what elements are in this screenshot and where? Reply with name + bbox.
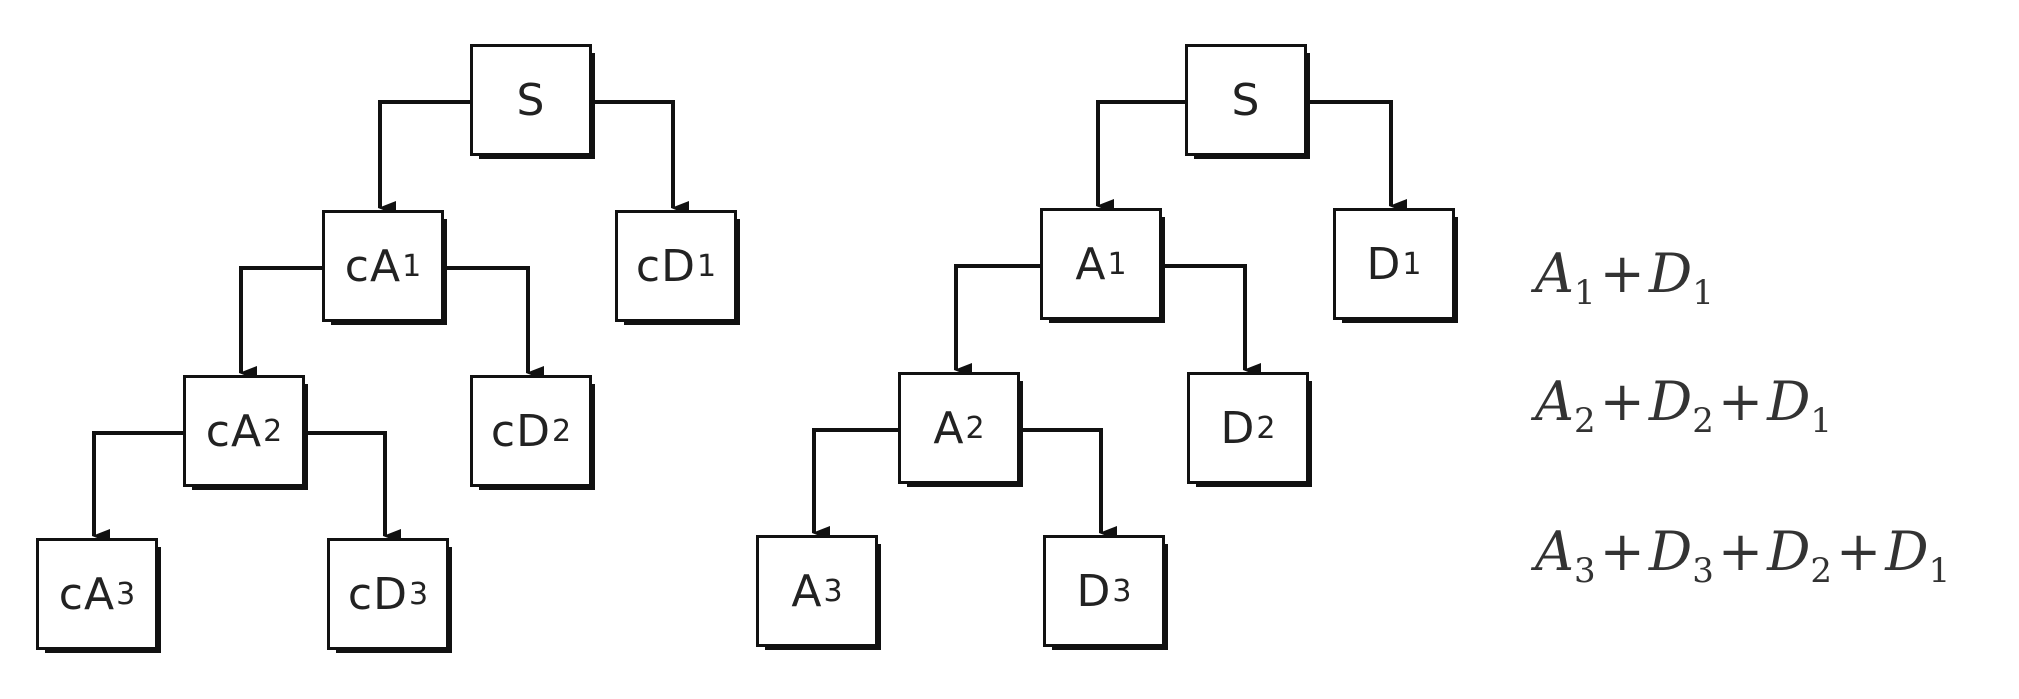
plus-operator: + — [1717, 370, 1764, 433]
formula-subscript: 2 — [1692, 401, 1714, 441]
node-subscript: 3 — [1112, 573, 1132, 609]
node-box: S — [1185, 44, 1307, 156]
plus-operator: + — [1717, 520, 1764, 583]
formula-term: A — [1535, 370, 1574, 433]
node-label: A — [1075, 238, 1107, 290]
formula-subscript: 2 — [1574, 401, 1596, 441]
edge-left-cA1-to-cD2 — [438, 266, 544, 380]
node-label: D — [1076, 565, 1112, 617]
edge-right-A2-to-D3 — [1014, 428, 1117, 540]
node-label: cD — [347, 568, 408, 620]
formula-subscript: 3 — [1574, 551, 1596, 591]
node-subscript: 2 — [965, 410, 985, 446]
plus-operator: + — [1599, 242, 1645, 305]
formula-term: D — [1648, 242, 1693, 305]
node-subscript: 3 — [116, 576, 136, 612]
edge-right-S-to-D1 — [1301, 100, 1407, 213]
node-label: cA — [344, 240, 402, 292]
formula-term: D — [1885, 520, 1929, 583]
formula-term: D — [1648, 370, 1693, 433]
node-left-S: S — [470, 44, 595, 159]
node-subscript: 2 — [263, 413, 283, 449]
edge-left-S-to-cD1 — [586, 100, 689, 215]
formula-term: D — [1767, 520, 1811, 583]
formula-term: D — [1648, 520, 1693, 583]
node-subscript: 1 — [1107, 246, 1127, 282]
plus-operator: + — [1599, 370, 1645, 433]
formula-level-1: A1+D1 — [1535, 242, 1714, 313]
formula-term: A — [1535, 242, 1574, 305]
edge-right-A1-to-D2 — [1156, 264, 1261, 377]
node-box: S — [470, 44, 592, 156]
edge-left-cA2-to-cD3 — [299, 431, 401, 543]
node-label: S — [1231, 74, 1261, 126]
edge-left-S-to-cA1 — [378, 100, 470, 215]
formula-subscript: 1 — [1928, 551, 1951, 591]
node-label: A — [791, 565, 823, 617]
formula-subscript: 3 — [1692, 551, 1714, 591]
node-label: D — [1366, 238, 1402, 290]
edge-left-cA1-to-cA2 — [239, 266, 322, 380]
node-right-S: S — [1185, 44, 1310, 159]
node-subscript: 3 — [408, 576, 429, 612]
node-label: cD — [635, 240, 696, 292]
formula-level-3: A3+D3+D2+D1 — [1535, 520, 1950, 591]
node-label: cA — [58, 568, 116, 620]
plus-operator: + — [1836, 520, 1882, 583]
edge-left-cA2-to-cA3 — [92, 431, 183, 543]
formula-term: D — [1767, 370, 1811, 433]
edge-right-A2-to-A3 — [812, 428, 898, 540]
plus-operator: + — [1599, 520, 1645, 583]
node-subscript: 1 — [402, 248, 422, 284]
node-label: D — [1220, 402, 1256, 454]
formula-subscript: 1 — [1574, 273, 1596, 313]
tree-edges — [92, 100, 1407, 543]
node-label: cA — [205, 405, 263, 457]
node-label: cD — [490, 405, 551, 457]
formula-subscript: 1 — [1810, 401, 1833, 441]
formula-level-2: A2+D2+D1 — [1535, 370, 1832, 441]
node-label: S — [516, 74, 546, 126]
edge-right-A1-to-A2 — [954, 264, 1040, 377]
node-subscript: 1 — [696, 248, 717, 284]
node-subscript: 3 — [823, 573, 843, 609]
edge-right-S-to-A1 — [1096, 100, 1185, 213]
formula-subscript: 1 — [1692, 273, 1714, 313]
node-label: A — [933, 402, 965, 454]
formula-subscript: 2 — [1810, 551, 1833, 591]
node-subscript: 2 — [1256, 410, 1276, 446]
node-subscript: 1 — [1402, 246, 1422, 282]
formula-term: A — [1535, 520, 1574, 583]
node-subscript: 2 — [551, 413, 572, 449]
